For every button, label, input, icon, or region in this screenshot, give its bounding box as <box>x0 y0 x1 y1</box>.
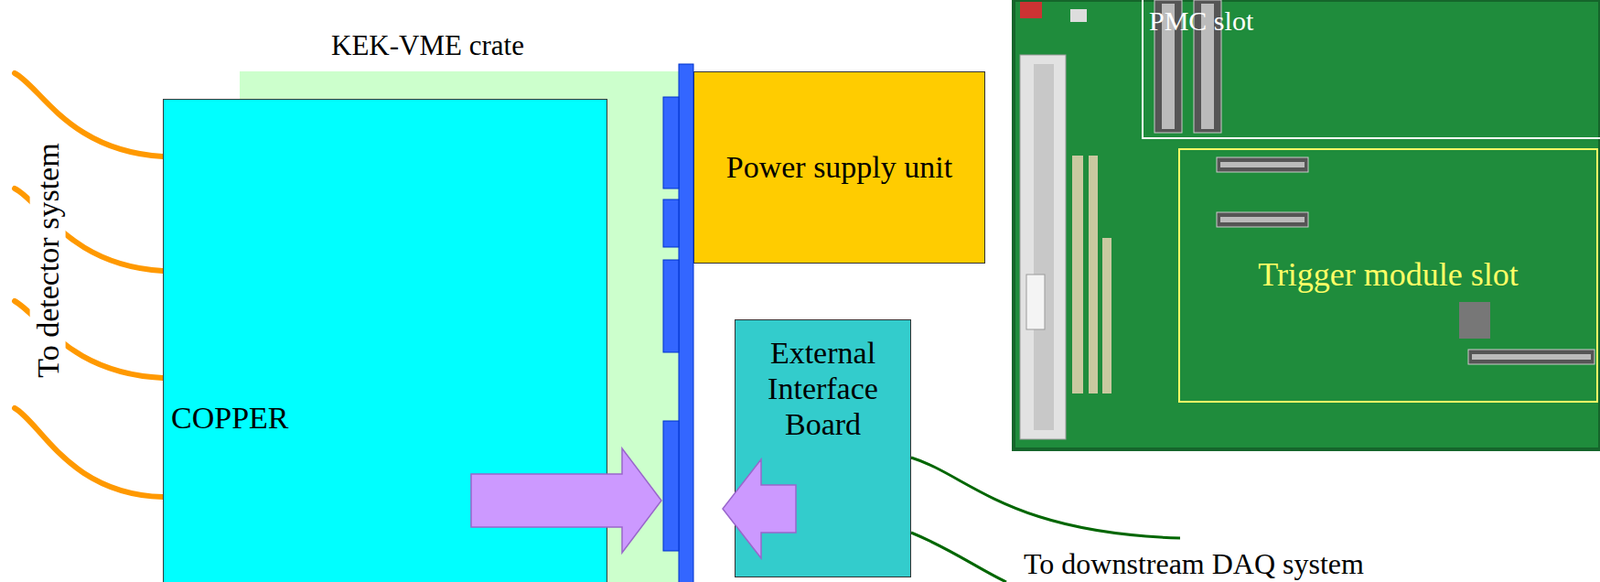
backplane-connector <box>663 96 679 189</box>
board-photo <box>1013 0 1600 450</box>
backplane-connector <box>663 259 679 353</box>
crate-heading: KEK-VME crate <box>331 29 525 63</box>
component <box>1020 1 1042 19</box>
header <box>1216 157 1309 172</box>
box-label: COPPER <box>171 399 290 436</box>
header-pins <box>1471 354 1591 360</box>
box: Trigger module slot <box>1178 148 1599 403</box>
cable <box>911 532 1007 582</box>
box-label: External Interface Board <box>740 334 905 442</box>
resistor <box>1072 155 1084 394</box>
box: Power supply unit <box>693 71 986 264</box>
header-pins <box>1220 161 1305 168</box>
vme-connector-body <box>1033 64 1054 430</box>
vme-connector <box>1020 54 1066 440</box>
box: PMC slot <box>1141 0 1600 140</box>
insert-arrow <box>471 448 662 553</box>
header-pins <box>1220 216 1305 223</box>
component <box>1070 9 1087 22</box>
backplane <box>678 64 694 582</box>
box-label: Power supply unit <box>726 149 953 185</box>
pcb <box>1013 0 1600 450</box>
box-label: PMC slot <box>1148 5 1254 38</box>
resistor-array <box>1072 155 1112 394</box>
detector-cables <box>14 73 163 497</box>
pcb-shade <box>1013 0 1600 450</box>
cable-destination: To detector system <box>30 139 66 381</box>
cable-destination: To downstream DAQ system <box>1020 547 1368 581</box>
backplane-connector <box>663 199 679 247</box>
resistor <box>1102 237 1112 394</box>
cable <box>14 408 163 497</box>
cable <box>911 457 1181 538</box>
latch <box>1026 274 1045 330</box>
header <box>1216 212 1309 227</box>
box-label: Trigger module slot <box>1257 256 1519 294</box>
backplane-connector <box>663 420 679 551</box>
header <box>1468 349 1595 365</box>
chip <box>1459 301 1491 339</box>
resistor <box>1088 155 1098 394</box>
insert-arrow <box>722 459 796 559</box>
